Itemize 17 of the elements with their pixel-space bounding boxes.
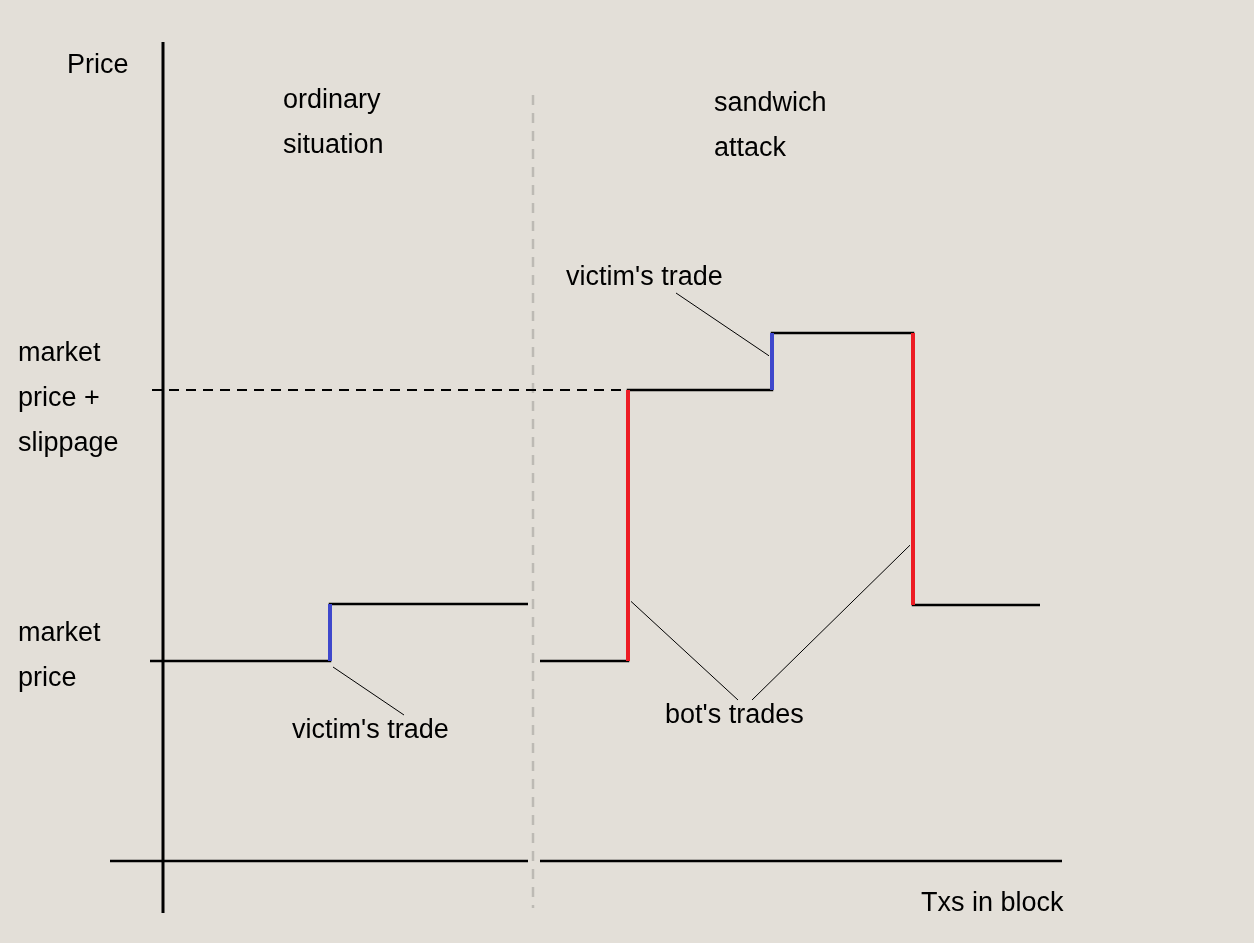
callout-text: victim's trade [292, 714, 449, 744]
trade-step-line [328, 604, 332, 661]
price-level-label: market price [18, 616, 102, 694]
trade-step-line [911, 333, 915, 605]
section-heading: sandwich attack [714, 86, 828, 164]
trade-step-line [770, 333, 774, 390]
leader-line [332, 666, 405, 716]
callout-text: bot's trades [665, 699, 804, 729]
callout-text: victim's trade [566, 261, 723, 291]
leader-line [675, 292, 770, 357]
axis-label: Txs in block [921, 886, 1064, 919]
axis-label: Price [67, 48, 129, 81]
leader-line [630, 600, 739, 701]
leader-line [751, 544, 911, 701]
trade-step-line [626, 390, 630, 661]
section-heading: ordinary situation [283, 83, 385, 161]
price-level-label: market price + slippage [18, 336, 120, 459]
